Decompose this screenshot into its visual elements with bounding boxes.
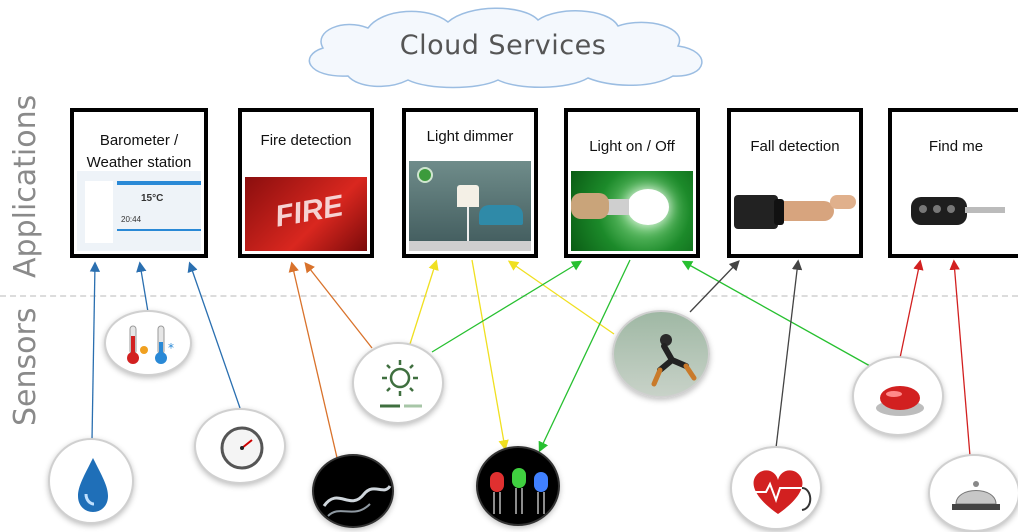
pressure-gauge-icon — [220, 426, 264, 470]
fire-sign-text: FIRE — [272, 189, 346, 234]
sensors-section-label: Sensors — [8, 307, 43, 426]
fire-alarm-image: FIRE — [245, 177, 367, 251]
section-divider — [0, 295, 1018, 297]
app-find-me[interactable]: Find me — [888, 108, 1018, 258]
light-bulb-image — [571, 171, 693, 251]
dimmer-room-image — [409, 161, 531, 251]
app-light-dimmer[interactable]: Light dimmer — [402, 108, 538, 258]
service-bell-icon — [952, 481, 1000, 510]
skater-motion-icon — [651, 334, 697, 387]
app-title: Fall detection — [750, 138, 840, 155]
weather-temp: 15°C — [141, 193, 164, 204]
app-title: Light dimmer — [426, 128, 514, 145]
app-fire-detection[interactable]: Fire detection FIRE — [238, 108, 374, 258]
buzzer-sensor[interactable] — [928, 454, 1018, 532]
app-title: Barometer / Weather station — [86, 132, 192, 171]
app-barometer-weather-station[interactable]: Barometer / Weather station 15°C 20:44 — [70, 108, 208, 258]
app-title: Light on / Off — [589, 138, 675, 155]
sun-light-sensor-icon — [380, 360, 422, 408]
weather-time: 20:44 — [121, 215, 142, 224]
led-sensor[interactable] — [476, 446, 560, 526]
smoke-icon — [322, 485, 392, 517]
push-button-sensor[interactable] — [852, 356, 944, 436]
applications-section-label: Applications — [8, 94, 43, 278]
app-light-on-off[interactable]: Light on / Off — [564, 108, 700, 258]
heart-stethoscope-icon — [753, 470, 812, 514]
humidity-sensor[interactable] — [48, 438, 134, 524]
wrist-band-image — [734, 171, 856, 251]
pressure-sensor[interactable] — [194, 408, 286, 484]
app-fall-detection[interactable]: Fall detection — [727, 108, 863, 258]
cloud-services-label: Cloud Services — [399, 30, 607, 61]
app-title: Fire detection — [260, 132, 352, 149]
weather-widget-image: 15°C 20:44 — [77, 171, 201, 251]
heart-rate-sensor[interactable] — [730, 446, 822, 530]
smoke-sensor[interactable] — [312, 454, 394, 528]
cloud-shape — [308, 7, 703, 89]
app-title: Find me — [928, 138, 984, 155]
car-key-image — [895, 171, 1017, 251]
thermometer-icon: * — [127, 325, 174, 364]
temperature-sensor[interactable]: * — [104, 310, 192, 376]
svg-text:*: * — [168, 341, 174, 355]
red-button-icon — [876, 386, 924, 416]
water-drop-icon — [78, 458, 108, 512]
led-icon — [490, 468, 548, 514]
light-sensor[interactable] — [352, 342, 444, 424]
motion-sensor[interactable] — [612, 310, 710, 398]
